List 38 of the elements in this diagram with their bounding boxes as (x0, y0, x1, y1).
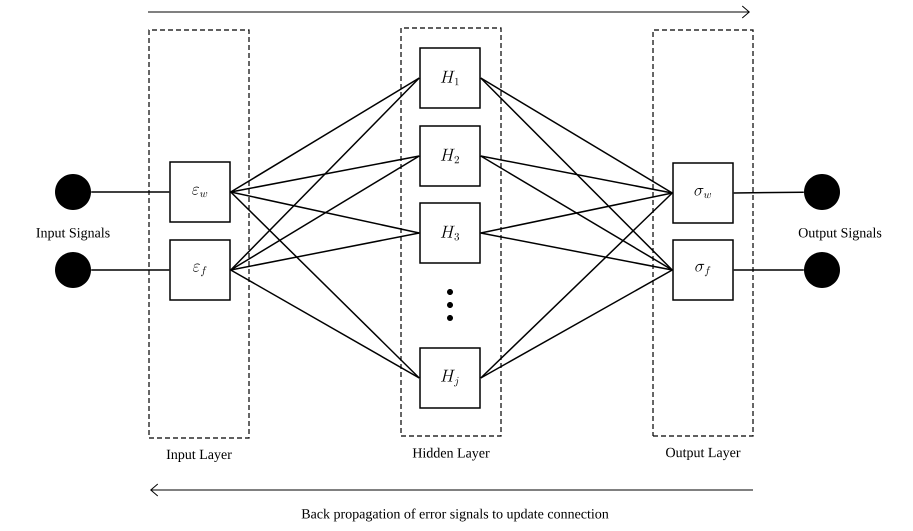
connection-line (230, 232, 420, 271)
neuron-box: $\sigma_w$ (672, 162, 734, 224)
connection-line (480, 269, 673, 379)
signal-dot (804, 174, 840, 210)
neuron-box: $H_1$ (419, 47, 481, 109)
neuron-box: $\sigma_f$ (672, 239, 734, 301)
signal-dot (55, 174, 91, 210)
connection-line (480, 77, 673, 271)
connection-line (480, 155, 672, 194)
connection-line (230, 155, 420, 193)
connection-line (480, 232, 672, 271)
neuron-box: $\varepsilon_w$ (169, 161, 231, 223)
signal-dot (804, 252, 840, 288)
neuron-box: $H_j$ (419, 347, 481, 409)
connection-line (91, 191, 170, 193)
connection-line (230, 269, 420, 379)
connection-line (230, 191, 420, 234)
connection-line (230, 155, 420, 271)
connection-line (230, 77, 420, 271)
connection-line (734, 269, 804, 271)
connection-line (230, 77, 420, 193)
connection-line (480, 192, 672, 234)
caption: Back propagation of error signals to update connection (302, 508, 609, 522)
neuron-box: $\varepsilon_f$ (169, 239, 231, 301)
node-label: Output Layer (666, 448, 740, 460)
neuron-box: $H_3$ (419, 202, 481, 264)
connection-line (734, 191, 804, 194)
node-label: Hidden Layer (412, 448, 490, 461)
signal-label: Output Signals (798, 228, 882, 240)
connection-line (91, 269, 170, 271)
node-label: Input Layer (166, 450, 232, 462)
connection-line (480, 192, 673, 379)
connection-line (480, 155, 673, 271)
connection-line (230, 191, 420, 379)
connection-line (480, 77, 673, 194)
signal-dot (55, 252, 91, 288)
neuron-box: $H_2$ (419, 125, 481, 187)
signal-label: Input Signals (36, 228, 110, 240)
